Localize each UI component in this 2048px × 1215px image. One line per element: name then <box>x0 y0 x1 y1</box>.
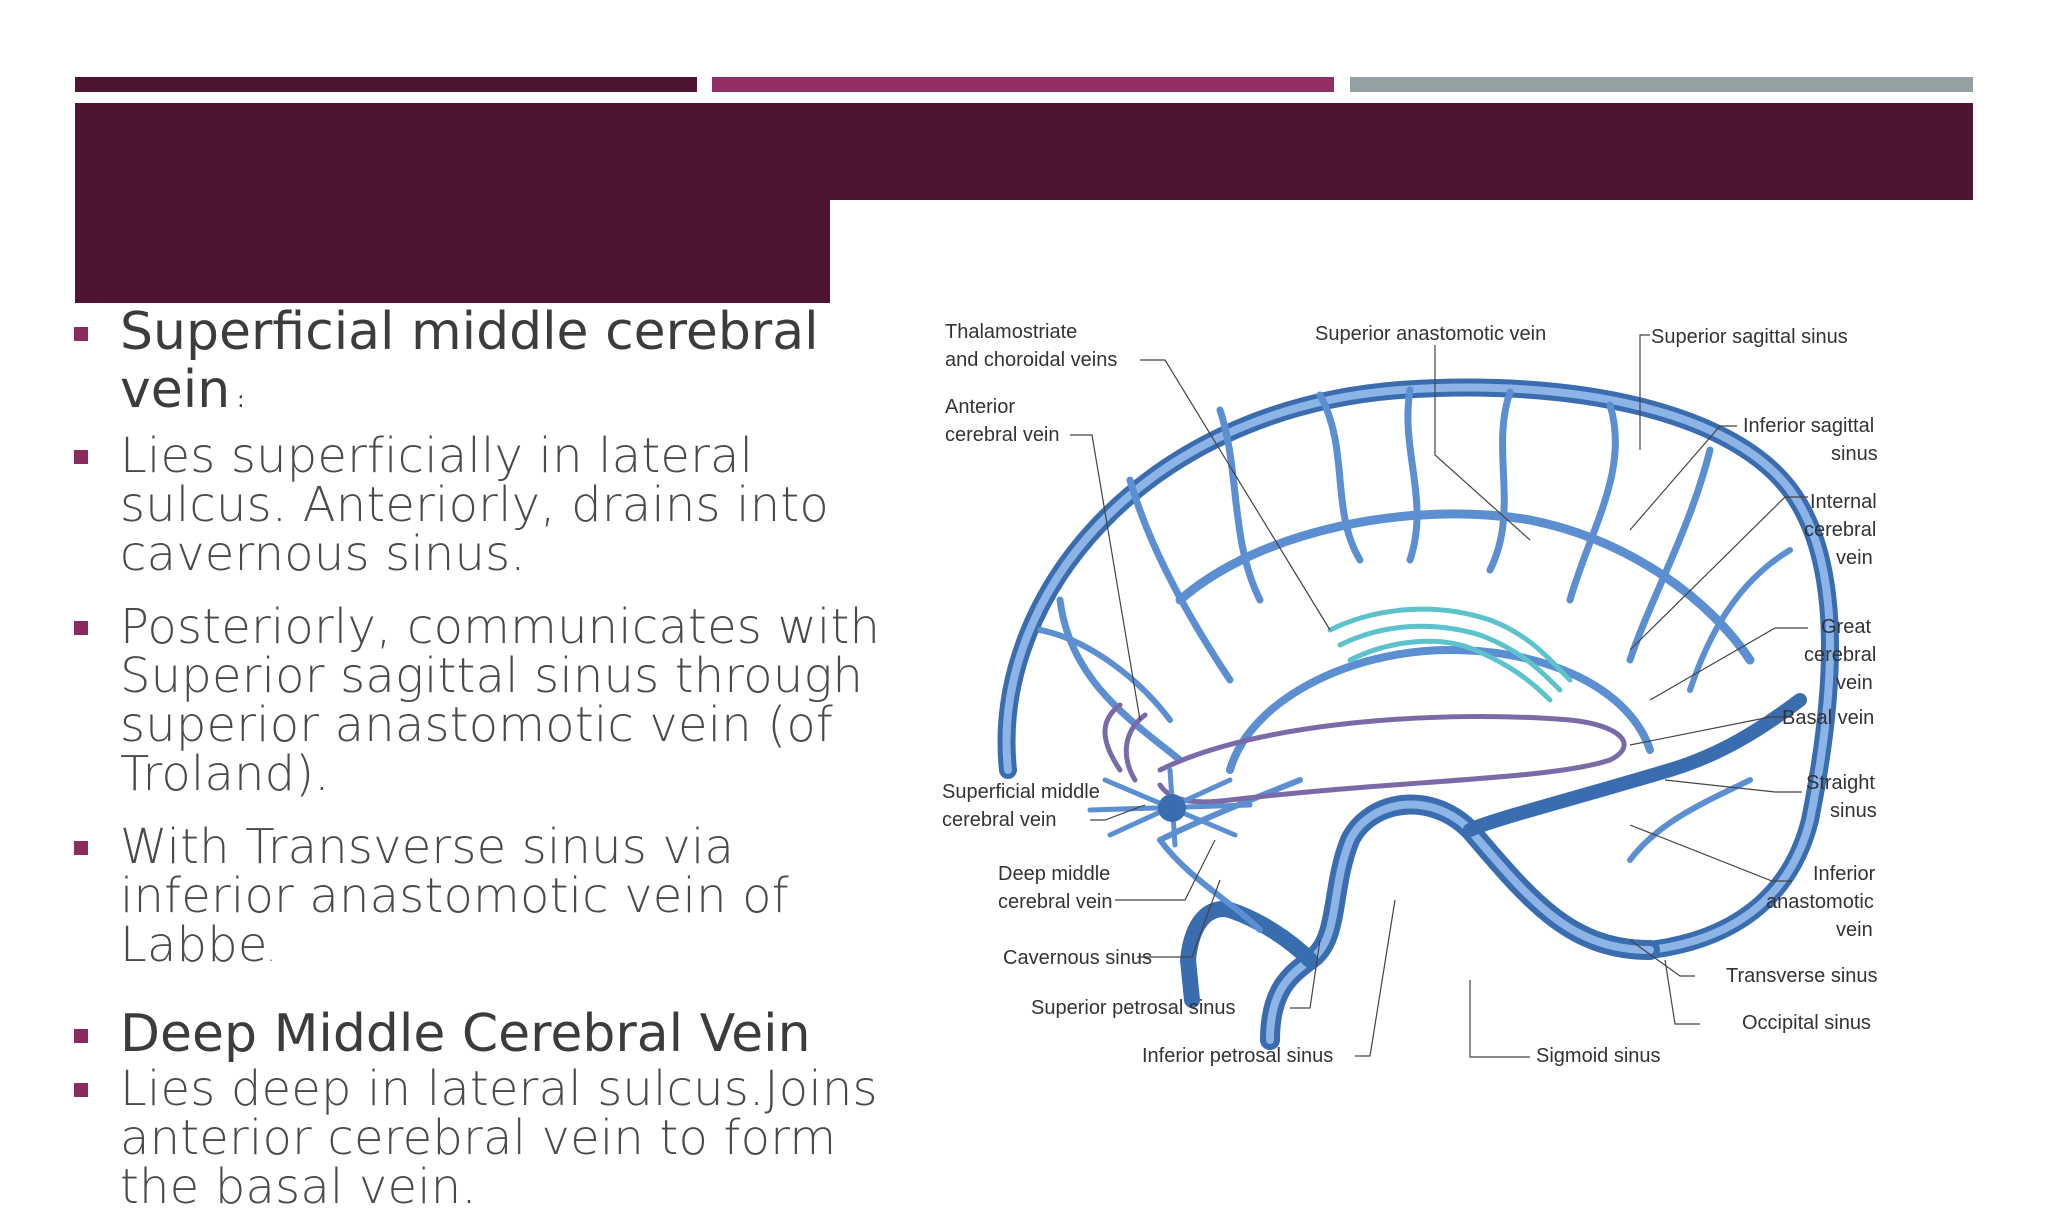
vein-network <box>997 378 1839 1050</box>
bullet-text: Superficial middle cerebral vein <box>120 302 819 420</box>
label-superficial-middle: cerebral vein <box>942 809 1057 831</box>
label-cavernous-sinus: Cavernous sinus <box>1003 947 1152 969</box>
bullet-text: Lies deep in lateral sulcus.Joins anteri… <box>120 1061 878 1215</box>
vein-branch <box>1157 837 1263 933</box>
vein-branch <box>1126 476 1234 684</box>
straight-sinus <box>1463 693 1807 837</box>
choroidal-veins <box>1347 638 1553 703</box>
deep-middle-cerebral-vein <box>1123 712 1148 783</box>
bullet-item: Lies superficially in lateral sulcus. An… <box>72 432 902 579</box>
vein-branch <box>1566 401 1619 604</box>
diagram-labels: Thalamostriate and choroidal veins Anter… <box>942 321 1878 1067</box>
label-internal-cerebral: vein <box>1836 547 1873 569</box>
label-inferior-anastomotic: Inferior <box>1813 863 1876 885</box>
inferior-sagittal-sinus <box>1175 509 1755 665</box>
superior-sagittal-sinus-highlight <box>1002 383 1834 954</box>
label-internal-cerebral: cerebral <box>1804 519 1876 541</box>
transverse-sinus-highlight <box>1266 800 1654 1044</box>
label-great-cerebral: vein <box>1836 672 1873 694</box>
title-block <box>75 195 830 303</box>
basal-vein <box>1157 714 1627 805</box>
label-deep-middle: Deep middle <box>998 863 1110 885</box>
vein-branch <box>1687 547 1793 693</box>
vein-branch <box>1486 388 1514 574</box>
label-superior-sagittal: Superior sagittal sinus <box>1651 326 1848 348</box>
bullet-marker <box>74 327 88 341</box>
label-anterior-cerebral: Anterior <box>945 396 1015 418</box>
choroidal-veins <box>1337 623 1563 693</box>
bullet-marker <box>74 1029 88 1043</box>
label-great-cerebral: Great <box>1821 616 1871 638</box>
label-basal-vein: Basal vein <box>1782 707 1874 729</box>
internal-cerebral-vein <box>1226 646 1654 774</box>
label-internal-cerebral: Internal <box>1810 491 1877 513</box>
cavernous-sinus <box>1158 794 1186 822</box>
label-thalamostriate: Thalamostriate <box>945 321 1077 343</box>
bullet-marker <box>74 1083 88 1097</box>
bullet-item: With Transverse sinus via inferior anast… <box>72 823 902 979</box>
bullet-item: Superficial middle cerebral vein : <box>72 303 902 430</box>
label-transverse-sinus: Transverse sinus <box>1726 965 1878 987</box>
cerebral-veins-diagram: Thalamostriate and choroidal veins Anter… <box>942 321 1878 1067</box>
choroidal-veins <box>1327 606 1573 683</box>
bullet-suffix: : <box>230 388 245 413</box>
bullet-item: Lies deep in lateral sulcus.Joins anteri… <box>72 1065 902 1212</box>
bullet-suffix: . <box>267 942 275 967</box>
leader-lines <box>1070 334 1808 1058</box>
transverse-sinus <box>1260 794 1660 1050</box>
vein-branch <box>1404 386 1421 564</box>
label-straight-sinus: sinus <box>1830 800 1877 822</box>
bullet-text: Posteriorly, communicates with Superior … <box>120 599 881 802</box>
label-occipital-sinus: Occipital sinus <box>1742 1012 1871 1034</box>
vein-branch <box>1056 596 1184 764</box>
header-accent-bar-gray <box>1350 77 1973 92</box>
bullet-text: With Transverse sinus via inferior anast… <box>120 819 789 973</box>
bullet-marker <box>74 621 88 635</box>
label-superficial-middle: Superficial middle <box>942 781 1100 803</box>
vein-branch <box>1037 627 1173 723</box>
bullet-item: Deep Middle Cerebral Vein <box>72 1005 902 1063</box>
label-deep-middle: cerebral vein <box>998 891 1113 913</box>
label-anterior-cerebral: cerebral vein <box>945 424 1060 446</box>
label-inferior-sagittal: sinus <box>1831 443 1878 465</box>
label-superior-anastomotic: Superior anastomotic vein <box>1315 323 1546 345</box>
label-inferior-sagittal: Inferior sagittal <box>1743 415 1874 437</box>
bullet-text: Deep Middle Cerebral Vein <box>120 1004 811 1064</box>
label-superior-petrosal: Superior petrosal sinus <box>1031 997 1236 1019</box>
bullet-text: Lies superficially in lateral sulcus. An… <box>120 428 829 582</box>
label-inferior-anastomotic: vein <box>1836 919 1873 941</box>
label-inferior-petrosal: Inferior petrosal sinus <box>1142 1045 1333 1067</box>
vein-branch <box>1626 446 1714 664</box>
header-accent-bar-dark <box>75 77 697 92</box>
label-great-cerebral: cerebral <box>1804 644 1876 666</box>
header-accent-bar-magenta <box>712 77 1334 92</box>
label-thalamostriate: and choroidal veins <box>945 349 1117 371</box>
bullet-item: Posteriorly, communicates with Superior … <box>72 603 902 799</box>
deep-middle-cerebral-vein <box>1102 702 1123 773</box>
label-sigmoid-sinus: Sigmoid sinus <box>1536 1045 1661 1067</box>
bullet-marker <box>74 450 88 464</box>
label-inferior-anastomotic: anastomotic <box>1766 891 1874 913</box>
vein-branch <box>1316 391 1364 564</box>
vein-branch <box>1627 777 1753 863</box>
title-band <box>75 103 1973 200</box>
bullet-list: Superficial middle cerebral vein : Lies … <box>72 303 902 1212</box>
inferior-petrosal-sinus <box>1180 901 1318 1008</box>
label-straight-sinus: Straight <box>1806 772 1875 794</box>
bullet-marker <box>74 841 88 855</box>
vein-branch <box>1216 406 1264 604</box>
